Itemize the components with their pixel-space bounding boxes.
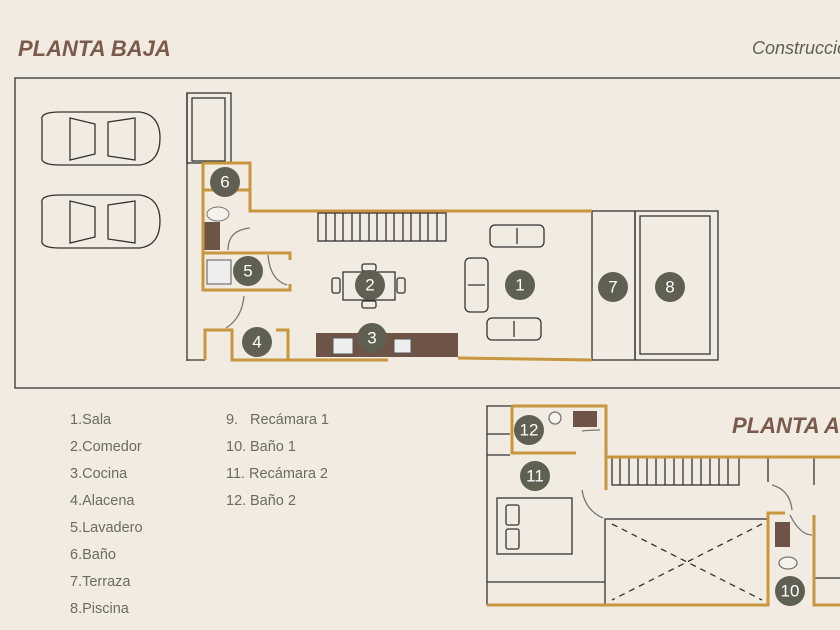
car-icon	[41, 111, 161, 166]
room-marker-12: 12	[514, 415, 544, 445]
legend-label: Terraza	[82, 574, 131, 590]
bathroom-sink	[203, 222, 220, 250]
legend-number: 4.	[70, 493, 83, 509]
svg-text:10: 10	[781, 582, 800, 601]
svg-text:11: 11	[526, 467, 544, 486]
legend-label: Sala	[82, 412, 112, 428]
room-marker-2: 2	[355, 270, 385, 300]
room-marker-7: 7	[598, 272, 628, 302]
svg-text:8: 8	[665, 278, 674, 297]
legend-number: 2.	[70, 439, 83, 455]
legend-label: Alacena	[82, 493, 135, 509]
legend-label: Baño 1	[250, 439, 296, 455]
svg-text:3: 3	[367, 329, 376, 348]
room-marker-8: 8	[655, 272, 685, 302]
legend-item: 11.Recámara 2	[226, 466, 329, 493]
legend-number: 3.	[70, 466, 83, 482]
construction-label: Construcción	[752, 38, 840, 58]
legend-label: Baño 2	[250, 493, 296, 509]
legend-item: 6.Baño	[70, 547, 143, 574]
legend-number: 9.	[226, 412, 239, 428]
legend-number: 5.	[70, 520, 83, 536]
bed	[496, 497, 573, 555]
svg-text:12: 12	[520, 421, 539, 440]
svg-text:2: 2	[365, 276, 374, 295]
legend-item: 4.Alacena	[70, 493, 143, 520]
legend-item: 9. Recámara 1	[226, 412, 329, 439]
stairs	[317, 212, 447, 242]
legend-item: 7.Terraza	[70, 574, 143, 601]
double-height-void	[604, 518, 769, 606]
legend-label: Baño	[82, 547, 116, 563]
legend-item: 2.Comedor	[70, 439, 143, 466]
bathroom-sink	[775, 522, 790, 547]
legend-label: Piscina	[82, 601, 129, 617]
car-icon	[41, 194, 161, 249]
room-marker-5: 5	[233, 256, 263, 286]
toilet-icon	[778, 556, 798, 570]
svg-text:7: 7	[608, 278, 617, 297]
legend-label: Cocina	[82, 466, 128, 482]
legend-number: 12.	[226, 493, 247, 509]
svg-text:4: 4	[252, 333, 261, 352]
legend-item: 3.Cocina	[70, 466, 143, 493]
pool	[639, 215, 711, 355]
room-marker-10: 10	[775, 576, 805, 606]
legend-item: 12.Baño 2	[226, 493, 329, 520]
toilet-icon	[206, 206, 230, 222]
legend-number: 11.	[226, 466, 246, 482]
upper-floor-title: PLANTA ALTA	[732, 413, 840, 438]
svg-text:6: 6	[220, 173, 229, 192]
bathroom-sink	[573, 411, 597, 427]
legend-number: 7.	[70, 574, 83, 590]
ground-floor-walls	[201, 161, 593, 362]
sofa	[486, 317, 542, 341]
room-marker-6: 6	[210, 167, 240, 197]
legend-column-1: 1.Sala 2.Comedor 3.Cocina 4.Alacena 5.La…	[70, 412, 143, 628]
upper-stairs	[611, 456, 740, 486]
legend-number: 6.	[70, 547, 83, 563]
sofa	[489, 224, 545, 248]
legend-item: 10.Baño 1	[226, 439, 329, 466]
legend-number: 8.	[70, 601, 83, 617]
room-marker-1: 1	[505, 270, 535, 300]
lot-boundary	[14, 77, 840, 389]
upper-floor-plan	[486, 405, 840, 606]
legend-item: 5.Lavadero	[70, 520, 143, 547]
legend-item: 8.Piscina	[70, 601, 143, 628]
ground-floor-plan	[14, 77, 840, 389]
legend-number: 10.	[226, 439, 247, 455]
room-marker-11: 11	[520, 461, 550, 491]
legend-label: Comedor	[82, 439, 142, 455]
upper-floor-walls	[487, 404, 840, 607]
room-marker-3: 3	[357, 323, 387, 353]
stove-icon	[332, 337, 354, 355]
legend-label: Recámara 1	[250, 412, 329, 428]
room-marker-4: 4	[242, 327, 272, 357]
legend-column-2: 9. Recámara 1 10.Baño 1 11.Recámara 2 12.…	[226, 412, 329, 520]
legend-label: Lavadero	[82, 520, 143, 536]
toilet-icon	[548, 411, 562, 425]
washer-icon	[206, 259, 232, 285]
legend-label: Recámara 2	[249, 466, 328, 482]
legend-item: 1.Sala	[70, 412, 143, 439]
sink-icon	[393, 338, 412, 354]
svg-text:5: 5	[243, 262, 252, 281]
sofa	[464, 257, 489, 313]
svg-text:1: 1	[515, 276, 524, 295]
legend-number: 1.	[70, 412, 83, 428]
ground-floor-title: PLANTA BAJA	[18, 36, 171, 61]
